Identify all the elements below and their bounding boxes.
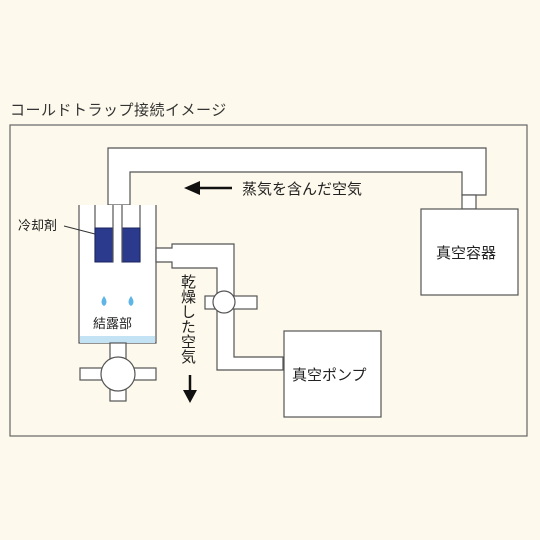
coolant-finger-left	[94, 227, 114, 263]
vacuum-pump: 真空ポンプ	[283, 330, 382, 418]
coolant-leader-line	[63, 225, 96, 235]
steam-flow-arrow	[184, 181, 232, 195]
vacuum-vessel-label: 真空容器	[436, 244, 496, 262]
droplet-icon	[101, 296, 107, 306]
condensate-band	[80, 336, 155, 343]
pump-valve	[212, 290, 236, 314]
diagram-title: コールドトラップ接続イメージ	[10, 101, 227, 119]
dry-air-flow-arrow	[183, 375, 197, 403]
coolant-label: 冷却剤	[18, 218, 57, 234]
drain-valve	[100, 356, 136, 392]
diagram-frame	[9, 124, 528, 437]
steam-pipe	[107, 147, 487, 210]
vacuum-pump-label: 真空ポンプ	[292, 366, 367, 384]
outlet-pipe	[155, 243, 284, 371]
dry-air-label: 乾燥した空気	[179, 274, 197, 365]
steam-label: 蒸気を含んだ空気	[242, 180, 362, 198]
vacuum-vessel: 真空容器	[420, 208, 519, 296]
cold-trap	[78, 205, 157, 402]
coolant-finger-right	[121, 227, 141, 263]
condensation-label: 結露部	[93, 317, 132, 332]
droplet-icon	[128, 296, 134, 306]
